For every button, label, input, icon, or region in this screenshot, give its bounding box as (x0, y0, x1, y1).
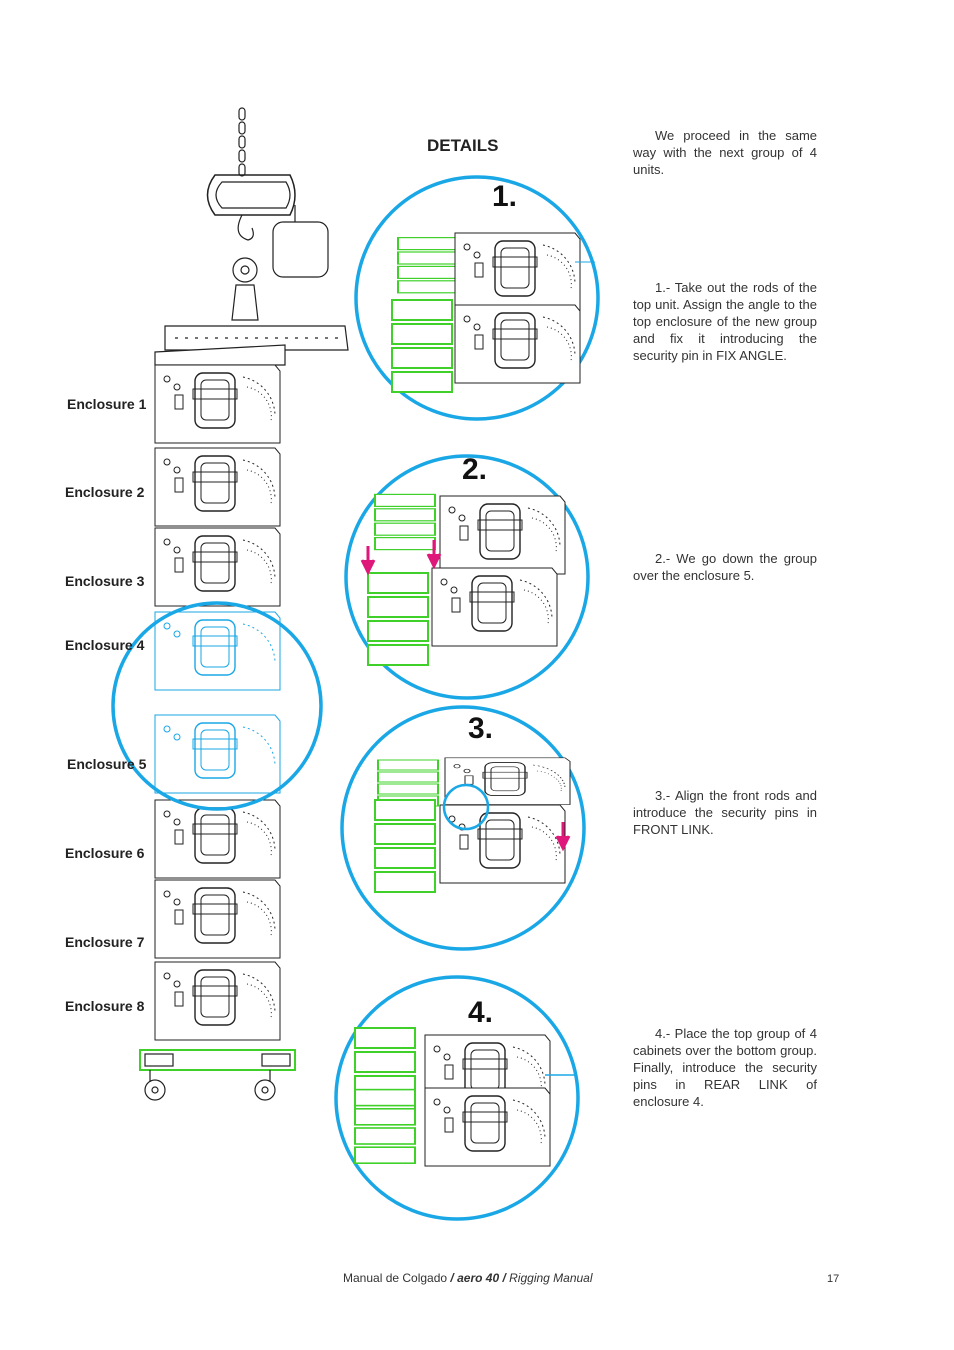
footer-suffix: Rigging Manual (509, 1271, 593, 1285)
step-number-2: 2. (462, 453, 488, 486)
footer: Manual de Colgado / aero 40 / Rigging Ma… (343, 1271, 593, 1285)
page-number: 17 (827, 1273, 840, 1285)
step-1-paragraph: 1.- Take out the rods of the top unit. A… (633, 280, 817, 363)
step-number-3: 3. (468, 712, 494, 745)
intro-paragraph: We proceed in the same way with the next… (633, 128, 817, 177)
enclosure-label-6: Enclosure 6 (65, 845, 145, 861)
enclosure-label-5: Enclosure 5 (67, 756, 147, 772)
transport-cart (139, 1049, 296, 1101)
enclosure-label-8: Enclosure 8 (65, 998, 145, 1014)
step-number-1: 1. (492, 180, 518, 213)
rigging-frame (154, 325, 349, 366)
footer-sep-1: / (447, 1271, 458, 1285)
highlight-circle (111, 601, 323, 811)
enclosure-label-7: Enclosure 7 (65, 934, 145, 950)
step-2-paragraph: 2.- We go down the group over the enclos… (633, 551, 817, 583)
hoist-motor (206, 107, 329, 321)
step-4-paragraph: 4.- Place the top group of 4 cabinets ov… (633, 1026, 817, 1109)
footer-sep-2: / (499, 1271, 510, 1285)
step-3-paragraph: 3.- Align the front rods and introduce t… (633, 788, 817, 837)
enclosure-label-4: Enclosure 4 (65, 637, 145, 653)
step-number-4: 4. (468, 996, 494, 1029)
detail-4 (334, 975, 580, 1221)
detail-2 (344, 454, 590, 700)
detail-3 (340, 705, 586, 951)
enclosure-label-3: Enclosure 3 (65, 573, 145, 589)
enclosure-column (154, 364, 281, 1041)
details-title: DETAILS (427, 136, 499, 155)
enclosure-label-1: Enclosure 1 (67, 396, 147, 412)
detail-1 (354, 175, 600, 421)
enclosure-label-2: Enclosure 2 (65, 484, 145, 500)
footer-product: aero 40 (457, 1271, 500, 1285)
footer-prefix: Manual de Colgado (343, 1271, 448, 1285)
